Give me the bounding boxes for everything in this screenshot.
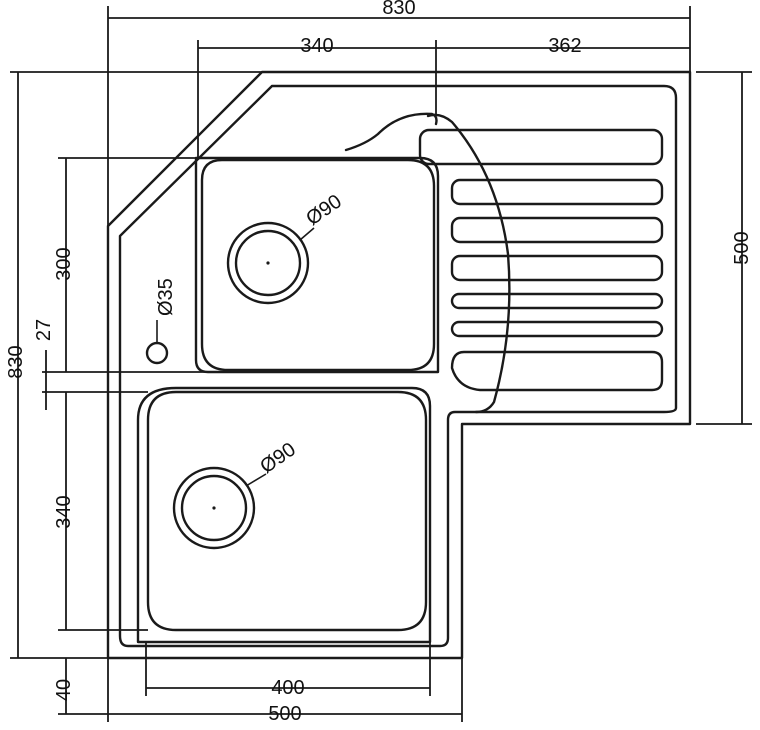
dim-left-overall: 830 [5, 345, 27, 378]
upper-drain-outer [226, 221, 310, 305]
drainer-groove-2 [450, 178, 664, 206]
bottom-dimensions: 400 500 [107, 642, 463, 725]
drainer-groove-1 [418, 128, 664, 166]
tap-hole-circle [145, 341, 169, 365]
lower-drain-leader [245, 473, 267, 487]
drainer-groove-5 [450, 292, 664, 310]
right-dimensions: 500 [696, 71, 753, 425]
dim-bottom-overall: 500 [268, 703, 301, 725]
sink-outline [106, 70, 692, 660]
dim-top-overall: 830 [382, 0, 415, 19]
dim-right-depth: 500 [731, 231, 753, 264]
dim-lower-bowl-width: 400 [271, 677, 304, 699]
dim-upper-bowl-depth: 300 [53, 247, 75, 280]
dim-bottom-margin: 40 [53, 679, 75, 701]
upper-drain-leader [299, 227, 315, 241]
upper-drain-center [266, 261, 270, 265]
tap-hole: Ø35 [145, 278, 177, 365]
drainer-groove-4 [450, 254, 664, 282]
dim-top-bowl: 340 [300, 35, 333, 57]
upper-drain-inner [234, 229, 302, 297]
drainer-groove-3 [450, 216, 664, 244]
upper-drain-label: Ø90 [302, 190, 346, 230]
drainer-top-ridge [344, 112, 438, 152]
lower-drain-inner [180, 474, 248, 542]
dim-top-drainer: 362 [548, 35, 581, 57]
drainer-board [344, 112, 664, 414]
sink-outer-rim [106, 70, 692, 660]
left-dimensions: 830 300 27 340 40 [5, 71, 262, 715]
upper-bowl: Ø90 [194, 156, 440, 374]
lower-drain-label: Ø90 [256, 438, 300, 478]
top-dimensions: 830 340 362 [107, 0, 691, 226]
lower-bowl: Ø90 [136, 386, 432, 644]
lower-bowl-inner [146, 390, 428, 632]
lower-drain-outer [172, 466, 256, 550]
drainer-groove-7 [450, 350, 664, 392]
sink-inner-rim [118, 84, 678, 648]
dim-tap-offset: 27 [33, 319, 55, 341]
tap-hole-label: Ø35 [155, 278, 177, 316]
drainer-groove-6 [450, 320, 664, 338]
dim-lower-bowl-depth: 340 [53, 495, 75, 528]
drainer-contour [426, 113, 511, 414]
lower-drain-center [212, 506, 216, 510]
upper-bowl-inner [200, 158, 436, 372]
upper-bowl-outer [194, 156, 440, 374]
